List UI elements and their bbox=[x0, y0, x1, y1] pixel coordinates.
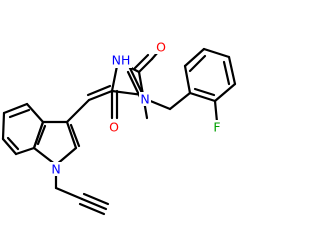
atom-label-o1: O bbox=[156, 40, 166, 55]
bond bbox=[183, 47, 206, 68]
bond bbox=[6, 136, 20, 151]
fluorine-atom: F bbox=[211, 120, 223, 135]
bond bbox=[54, 186, 84, 201]
bond bbox=[1, 111, 6, 141]
bond bbox=[86, 84, 112, 97]
bond bbox=[126, 70, 142, 99]
atom-labels: O NH N O F N bbox=[50, 40, 223, 177]
bond bbox=[8, 108, 31, 119]
indole-nitrogen-atom: N bbox=[50, 162, 62, 177]
bond bbox=[193, 87, 216, 97]
bond bbox=[1, 137, 18, 156]
atom-label-n3: N bbox=[140, 92, 149, 107]
bond bbox=[78, 202, 106, 216]
bond bbox=[25, 102, 45, 124]
bond bbox=[188, 91, 217, 103]
bond bbox=[188, 54, 207, 73]
bond bbox=[213, 99, 219, 124]
bond bbox=[36, 124, 47, 146]
bond bbox=[69, 123, 81, 148]
nitrogen-atom-n3: N bbox=[139, 92, 151, 107]
bond bbox=[168, 91, 192, 111]
bond bbox=[137, 70, 145, 97]
bond bbox=[65, 120, 78, 150]
bond bbox=[137, 57, 154, 74]
nh-atom: NH bbox=[110, 53, 132, 68]
bond bbox=[202, 47, 231, 59]
bond bbox=[227, 55, 237, 86]
bond bbox=[133, 53, 150, 70]
bond bbox=[213, 82, 237, 103]
bond bbox=[127, 64, 145, 97]
atom-label-o2: O bbox=[109, 120, 119, 135]
oxygen-atom-carbonyl-4: O bbox=[108, 120, 121, 135]
bond bbox=[146, 98, 172, 111]
bond bbox=[14, 146, 36, 156]
oxygen-atom-carbonyl-2: O bbox=[155, 40, 167, 55]
bond bbox=[222, 60, 231, 86]
bond bbox=[2, 102, 29, 115]
bond bbox=[183, 64, 192, 95]
bond bbox=[87, 89, 114, 102]
atom-label-nh: NH bbox=[112, 53, 131, 68]
molecule-diagram: O NH N O F N bbox=[1, 39, 237, 216]
bond bbox=[32, 120, 45, 150]
atom-label-n-indole: N bbox=[51, 162, 60, 177]
bond bbox=[82, 192, 110, 206]
structure-svg: O NH N O F N bbox=[1, 40, 237, 216]
bond bbox=[65, 98, 91, 124]
bond bbox=[80, 197, 108, 211]
atom-label-f: F bbox=[213, 120, 220, 135]
